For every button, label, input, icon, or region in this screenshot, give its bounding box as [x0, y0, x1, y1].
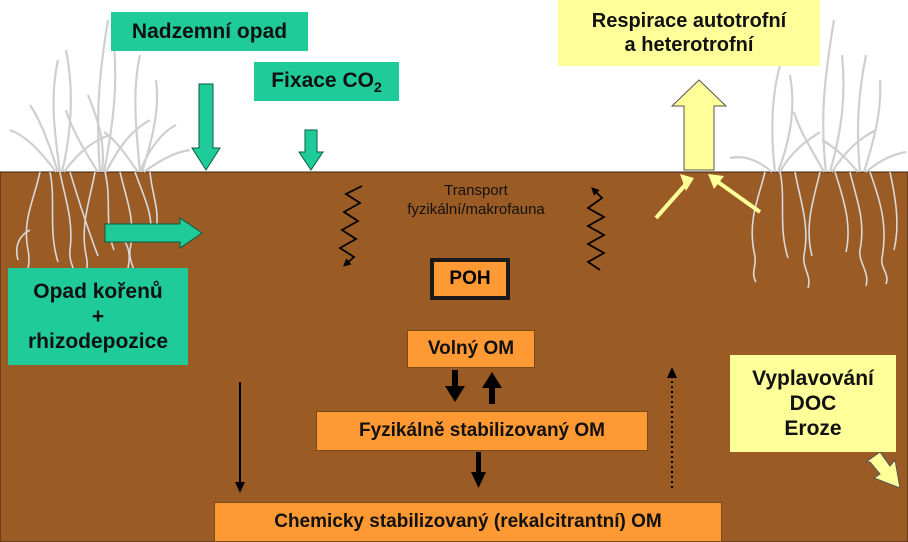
respiration-line2: a heterotrofní — [624, 34, 754, 56]
aboveground-litter-arrow — [191, 83, 221, 171]
chemically-stabilized-om-text: Chemicky stabilizovaný (rekalcitrantní) … — [274, 510, 662, 532]
respiration-arrow — [670, 79, 728, 171]
respiration-source-arrow-left — [654, 182, 688, 220]
co2-fixation-arrow — [298, 129, 324, 171]
chemical-to-free-dotted-arrow — [667, 367, 677, 488]
root-litter-line3: rhizodepozice — [27, 330, 169, 354]
root-transfer-arrow — [104, 217, 203, 249]
grass-tuft-icon — [9, 19, 191, 173]
co2-fixation-prefix: Fixace CO — [271, 68, 374, 92]
wavy-arrow-icon — [586, 187, 606, 271]
root-to-chemical-arrow — [235, 382, 245, 493]
physical-to-free-arrow — [482, 372, 502, 404]
leaching-line1: Vyplavování — [752, 366, 874, 390]
root-litter-line1: Opad kořenů — [33, 279, 163, 303]
leaching-line2: DOC — [789, 391, 837, 415]
respiration-label: Respirace autotrofní a heterotrofní — [558, 0, 820, 66]
root-litter-label: Opad kořenů + rhizodepozice — [8, 268, 188, 365]
arrowhead-icon — [680, 174, 694, 191]
wavy-arrow-icon — [338, 185, 363, 267]
poh-text: POH — [449, 267, 491, 289]
leaching-label: Vyplavování DOC Eroze — [730, 355, 896, 452]
chemically-stabilized-om-box: Chemicky stabilizovaný (rekalcitrantní) … — [214, 502, 722, 542]
aboveground-litter-text: Nadzemní opad — [131, 19, 288, 43]
transport-line2: fyzikální/makrofauna — [407, 200, 545, 218]
arrowhead-icon — [708, 174, 724, 189]
leaching-line3: Eroze — [784, 417, 842, 441]
aboveground-litter-label: Nadzemní opad — [111, 12, 308, 51]
transport-label: Transport fyzikální/makrofauna — [366, 182, 586, 220]
physically-stabilized-om-text: Fyzikálně stabilizovaný OM — [358, 419, 606, 441]
co2-fixation-label: Fixace CO2 — [254, 62, 399, 101]
grass-tuft-icon — [729, 19, 907, 173]
physical-to-chemical-arrow — [471, 452, 486, 488]
leaching-arrow — [864, 451, 901, 489]
respiration-source-arrow-right — [716, 180, 762, 214]
poh-box: POH — [430, 258, 510, 300]
free-om-text: Volný OM — [427, 337, 515, 359]
free-om-box: Volný OM — [407, 330, 535, 368]
transport-line1: Transport — [444, 182, 508, 199]
free-to-physical-arrow — [445, 370, 465, 402]
root-litter-line2: + — [91, 304, 105, 328]
root-system-icon — [751, 171, 898, 289]
co2-subscript: 2 — [373, 78, 382, 95]
respiration-line1: Respirace autotrofní — [591, 10, 787, 32]
physically-stabilized-om-box: Fyzikálně stabilizovaný OM — [316, 411, 648, 451]
co2-fixation-text: Fixace CO2 — [271, 68, 382, 96]
